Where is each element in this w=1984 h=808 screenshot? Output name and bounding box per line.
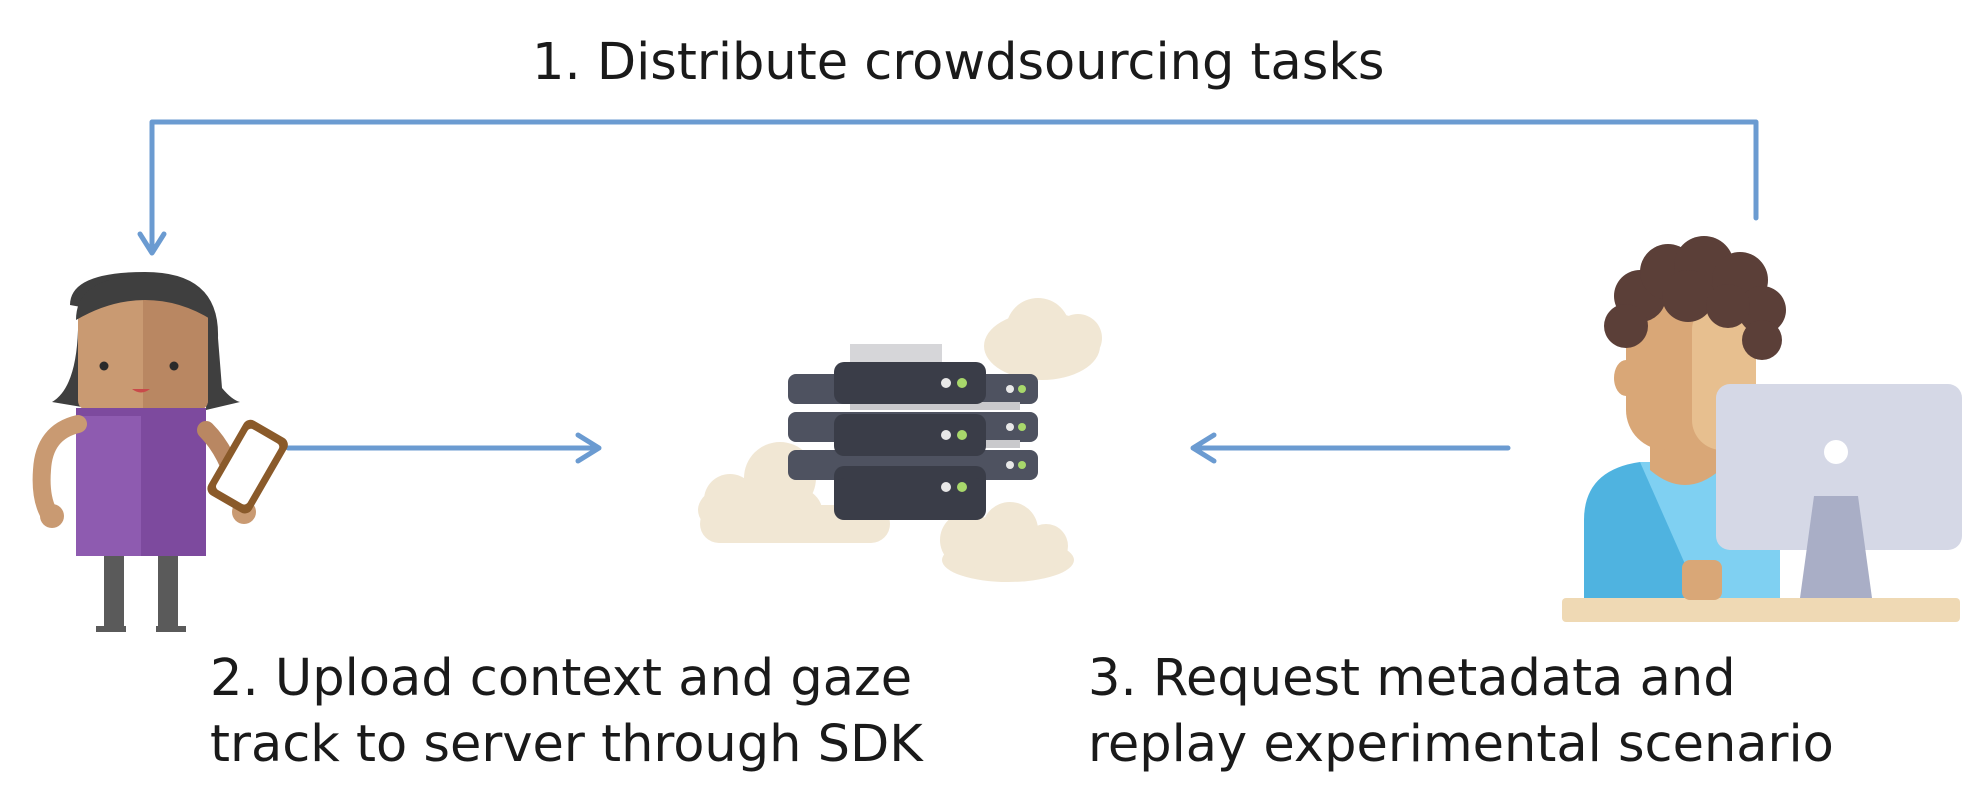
- step-2-line-1: 2. Upload context and gaze: [210, 649, 913, 708]
- server-icon: [698, 298, 1102, 582]
- arrows: [137, 119, 1759, 464]
- monitor-icon: [1716, 384, 1962, 598]
- arrow-distribute-tasks: [149, 119, 1759, 255]
- step-1-label: 1. Distribute crowdsourcing tasks: [532, 30, 1384, 96]
- step-3-label: 3. Request metadata and replay experimen…: [1088, 646, 1834, 778]
- participant-icon: [32, 272, 288, 632]
- arrowhead-distribute-tasks: [137, 231, 167, 256]
- step-3-line-1: 3. Request metadata and: [1088, 649, 1736, 708]
- arrowhead-upload: [575, 432, 602, 464]
- arrowhead-request: [1190, 432, 1217, 464]
- step-1-line: 1. Distribute crowdsourcing tasks: [532, 33, 1385, 92]
- step-2-label: 2. Upload context and gaze track to serv…: [210, 646, 923, 778]
- step-2-line-2: track to server through SDK: [210, 715, 923, 774]
- researcher-icon: [1562, 236, 1962, 622]
- step-3-line-2: replay experimental scenario: [1088, 715, 1834, 774]
